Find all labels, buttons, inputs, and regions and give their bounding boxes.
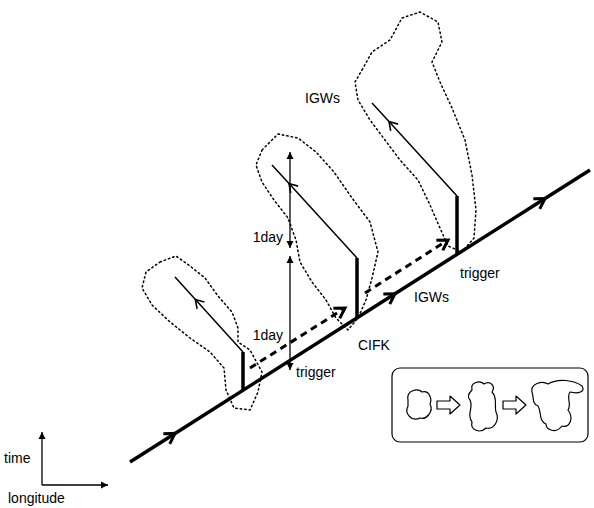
igw-line <box>175 277 243 352</box>
label-text: time <box>4 450 30 466</box>
vertical-segment <box>455 196 459 255</box>
label-text: trigger <box>296 364 336 380</box>
label-text: IGWs <box>305 90 340 106</box>
cloud-stage <box>532 380 583 430</box>
vertical-segment <box>355 258 359 319</box>
interval-arrow <box>289 152 290 248</box>
label-text: longitude <box>8 490 65 506</box>
label-text: IGWs <box>414 289 449 305</box>
inset-box <box>392 368 588 442</box>
dashed-arrow <box>250 308 345 368</box>
axis-arrow <box>41 432 42 485</box>
wave-cloud <box>142 256 262 410</box>
propagation-line <box>130 170 590 462</box>
label-text: trigger <box>460 265 500 281</box>
label-text: 1day <box>253 327 283 343</box>
igw-line <box>272 165 357 258</box>
hollow-arrow <box>437 396 460 414</box>
hollow-arrow <box>503 396 526 414</box>
axis-arrow <box>42 484 108 485</box>
vertical-segment <box>241 352 245 391</box>
igw-line <box>372 103 457 196</box>
cloud-stage <box>407 390 431 419</box>
label-text: CIFK <box>358 337 390 353</box>
interval-arrow <box>289 256 290 370</box>
dashed-arrow <box>365 240 448 293</box>
label-text: 1day <box>253 229 283 245</box>
cloud-stage <box>468 382 497 431</box>
